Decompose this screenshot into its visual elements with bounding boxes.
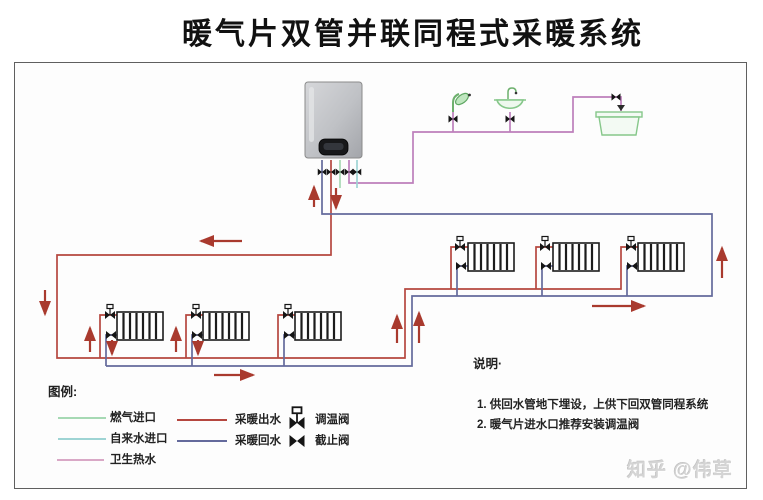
pipe-heating-supply-branches [99, 246, 553, 358]
radiator [636, 241, 686, 273]
stop-valve-icon [627, 262, 637, 270]
radiator [466, 241, 516, 273]
pipe-heating-return [106, 160, 713, 367]
legend-label-thermostatic-valve: 调温阀 [315, 414, 350, 426]
legend-label-stop-valve: 截止阀 [315, 435, 350, 447]
diagram-title: 暖气片双管并联同程式采暖系统 [182, 18, 644, 51]
note-item: 2. 暖气片进水口推荐安装调温阀 [477, 419, 640, 431]
stop-valve-icon [541, 262, 551, 270]
tub-faucet-icon [617, 105, 625, 111]
flow-arrows [38, 184, 729, 382]
legend-label-gas: 燃气进口 [110, 412, 156, 424]
watermark: 知乎 @伟草 [627, 460, 733, 481]
thermostatic-valve-icon [191, 305, 201, 320]
pipe-sanitary-hot-water [348, 96, 622, 184]
pipe-sanitary-hot-water-branches [452, 112, 511, 132]
thermostatic-valve-icon [540, 237, 550, 252]
legend-swatches [57, 407, 305, 461]
stop-valve-icon [192, 331, 202, 339]
stop-valve-icon [106, 331, 116, 339]
legend-label-heating-supply: 采暖出水 [235, 414, 281, 426]
pipe-heating-supply [56, 160, 638, 359]
stop-valve-icon [611, 93, 621, 101]
thermostatic-valve-icon [105, 305, 115, 320]
stop-valve-icon [456, 262, 466, 270]
legend-label-heating-return: 采暖回水 [235, 435, 281, 447]
notes-heading: 说明· [473, 357, 503, 371]
legend-label-sanitary-hot-water: 卫生热水 [110, 454, 156, 466]
stop-valve-icon [284, 331, 294, 339]
thermostatic-valve-icon [283, 305, 293, 320]
shower-icon [452, 92, 471, 112]
radiator [201, 310, 251, 342]
stop-valve-icon [289, 435, 305, 447]
legend-label-tap-water: 自来水进口 [110, 433, 168, 445]
bathtub-icon [595, 105, 643, 136]
thermostatic-valve-icon [290, 407, 305, 429]
radiator [293, 310, 343, 342]
legend-heading: 图例: [48, 385, 78, 399]
wall-hung-boiler-icon [304, 81, 363, 159]
note-item: 1. 供回水管地下埋设，上供下回双管同程系统 [477, 399, 709, 411]
sink-icon [494, 87, 526, 110]
radiator [551, 241, 601, 273]
radiator [115, 310, 165, 342]
thermostatic-valve-icon [455, 237, 465, 252]
thermostatic-valve-icon [626, 237, 636, 252]
